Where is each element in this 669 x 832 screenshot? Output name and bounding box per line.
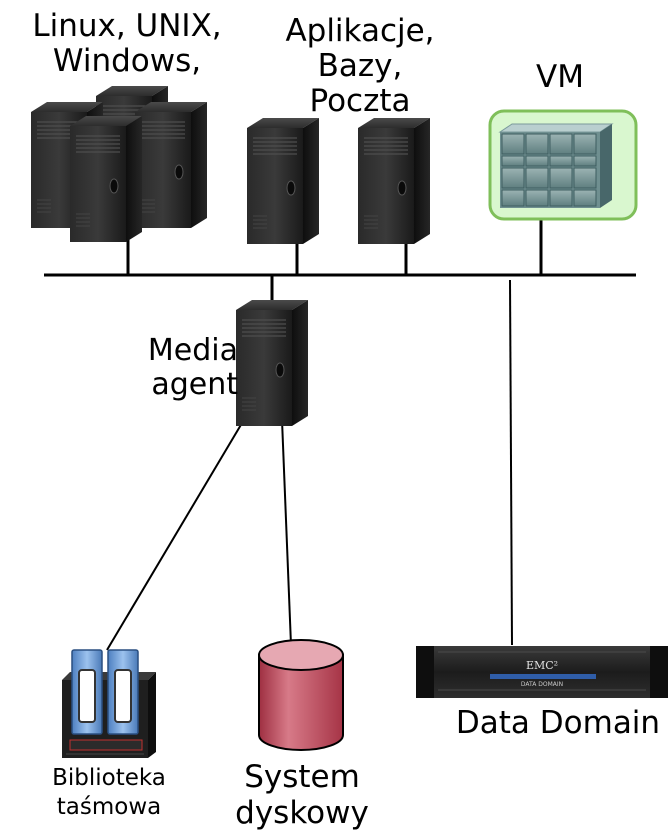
tape-library-icon [62,649,156,758]
data-domain-appliance-icon: EMC² DATA DOMAIN [416,646,668,698]
tape-library-line-1: Biblioteka [52,765,166,791]
data-domain-label: Data Domain [455,705,661,741]
dd-model-text: DATA DOMAIN [521,681,563,688]
apps-group-line-2: Bazy, [317,48,403,85]
os-group-label: Linux, UNIX, Windows, [18,8,236,80]
apps-group-label: Aplikacje, Bazy, Poczta [278,13,442,120]
link-disk-system [281,419,292,646]
media-agent-line-1: Media [147,333,238,368]
app-server-2-icon [357,117,431,245]
media-agent-server-icon [235,299,309,427]
app-server-1-icon [246,117,320,245]
link-tape-library [106,417,246,651]
vm-rack-icon [488,109,638,221]
apps-group-line-3: Poczta [309,83,411,120]
disk-cylinder-icon [258,639,344,751]
os-server-cluster-icon [30,85,208,243]
disk-system-line-2: dyskowy [235,794,369,831]
vm-label: VM [536,59,584,95]
dd-brand-text: EMC² [526,659,558,672]
tape-library-line-2: taśmowa [56,793,162,820]
link-data-domain [509,279,513,646]
os-group-line-1: Linux, UNIX, [32,8,222,44]
os-group-line-2: Windows, [52,43,202,80]
tape-library-label: Biblioteka taśmowa [34,764,184,822]
disk-system-line-1: System [244,759,360,795]
media-agent-line-2: agent [151,366,238,402]
media-agent-label: Media agent [118,334,238,402]
disk-system-label: System dyskowy [222,759,382,831]
apps-group-line-1: Aplikacje, [285,13,435,49]
